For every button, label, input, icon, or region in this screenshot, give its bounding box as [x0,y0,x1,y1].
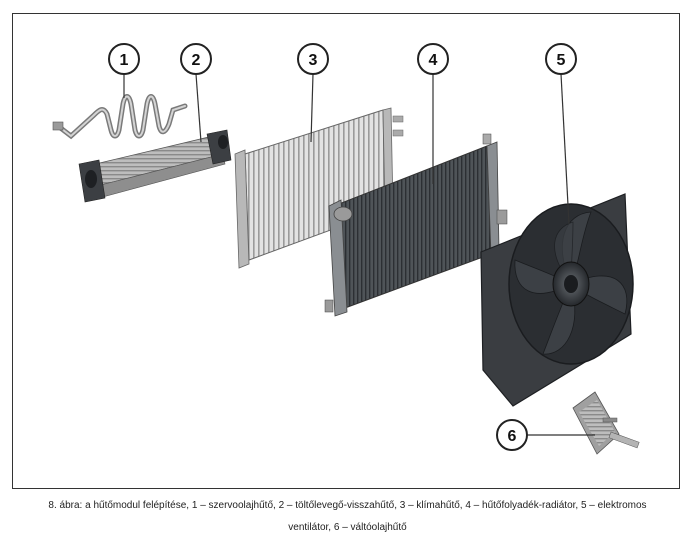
callout-number: 3 [309,52,318,69]
transmission-oil-cooler-icon [572,391,640,455]
figure-caption-line-1: 8. ábra: a hűtőmodul felépítése, 1 – sze… [48,500,647,511]
callout-number: 5 [557,52,566,69]
coolant-radiator-icon [324,133,508,317]
electric-fan-icon [480,193,634,407]
figure-caption-line-2: ventilátor, 6 – váltóolajhűtő [288,522,407,533]
callout-6: 6 [496,419,528,451]
callout-5: 5 [545,43,577,75]
cooling-module-diagram: 1 2 3 4 5 6 [52,43,640,455]
callout-4: 4 [417,43,449,75]
callout-3: 3 [297,43,329,75]
callout-2: 2 [180,43,212,75]
diagram-frame: 1 2 3 4 5 6 [12,13,680,489]
callout-number: 2 [192,52,201,69]
callout-number: 4 [429,52,438,69]
callout-number: 6 [508,428,517,445]
callout-1: 1 [108,43,140,75]
power-steering-oil-cooler-icon [52,94,188,140]
intercooler-icon [78,129,232,203]
callout-number: 1 [120,52,129,69]
leader-lines [123,73,595,436]
